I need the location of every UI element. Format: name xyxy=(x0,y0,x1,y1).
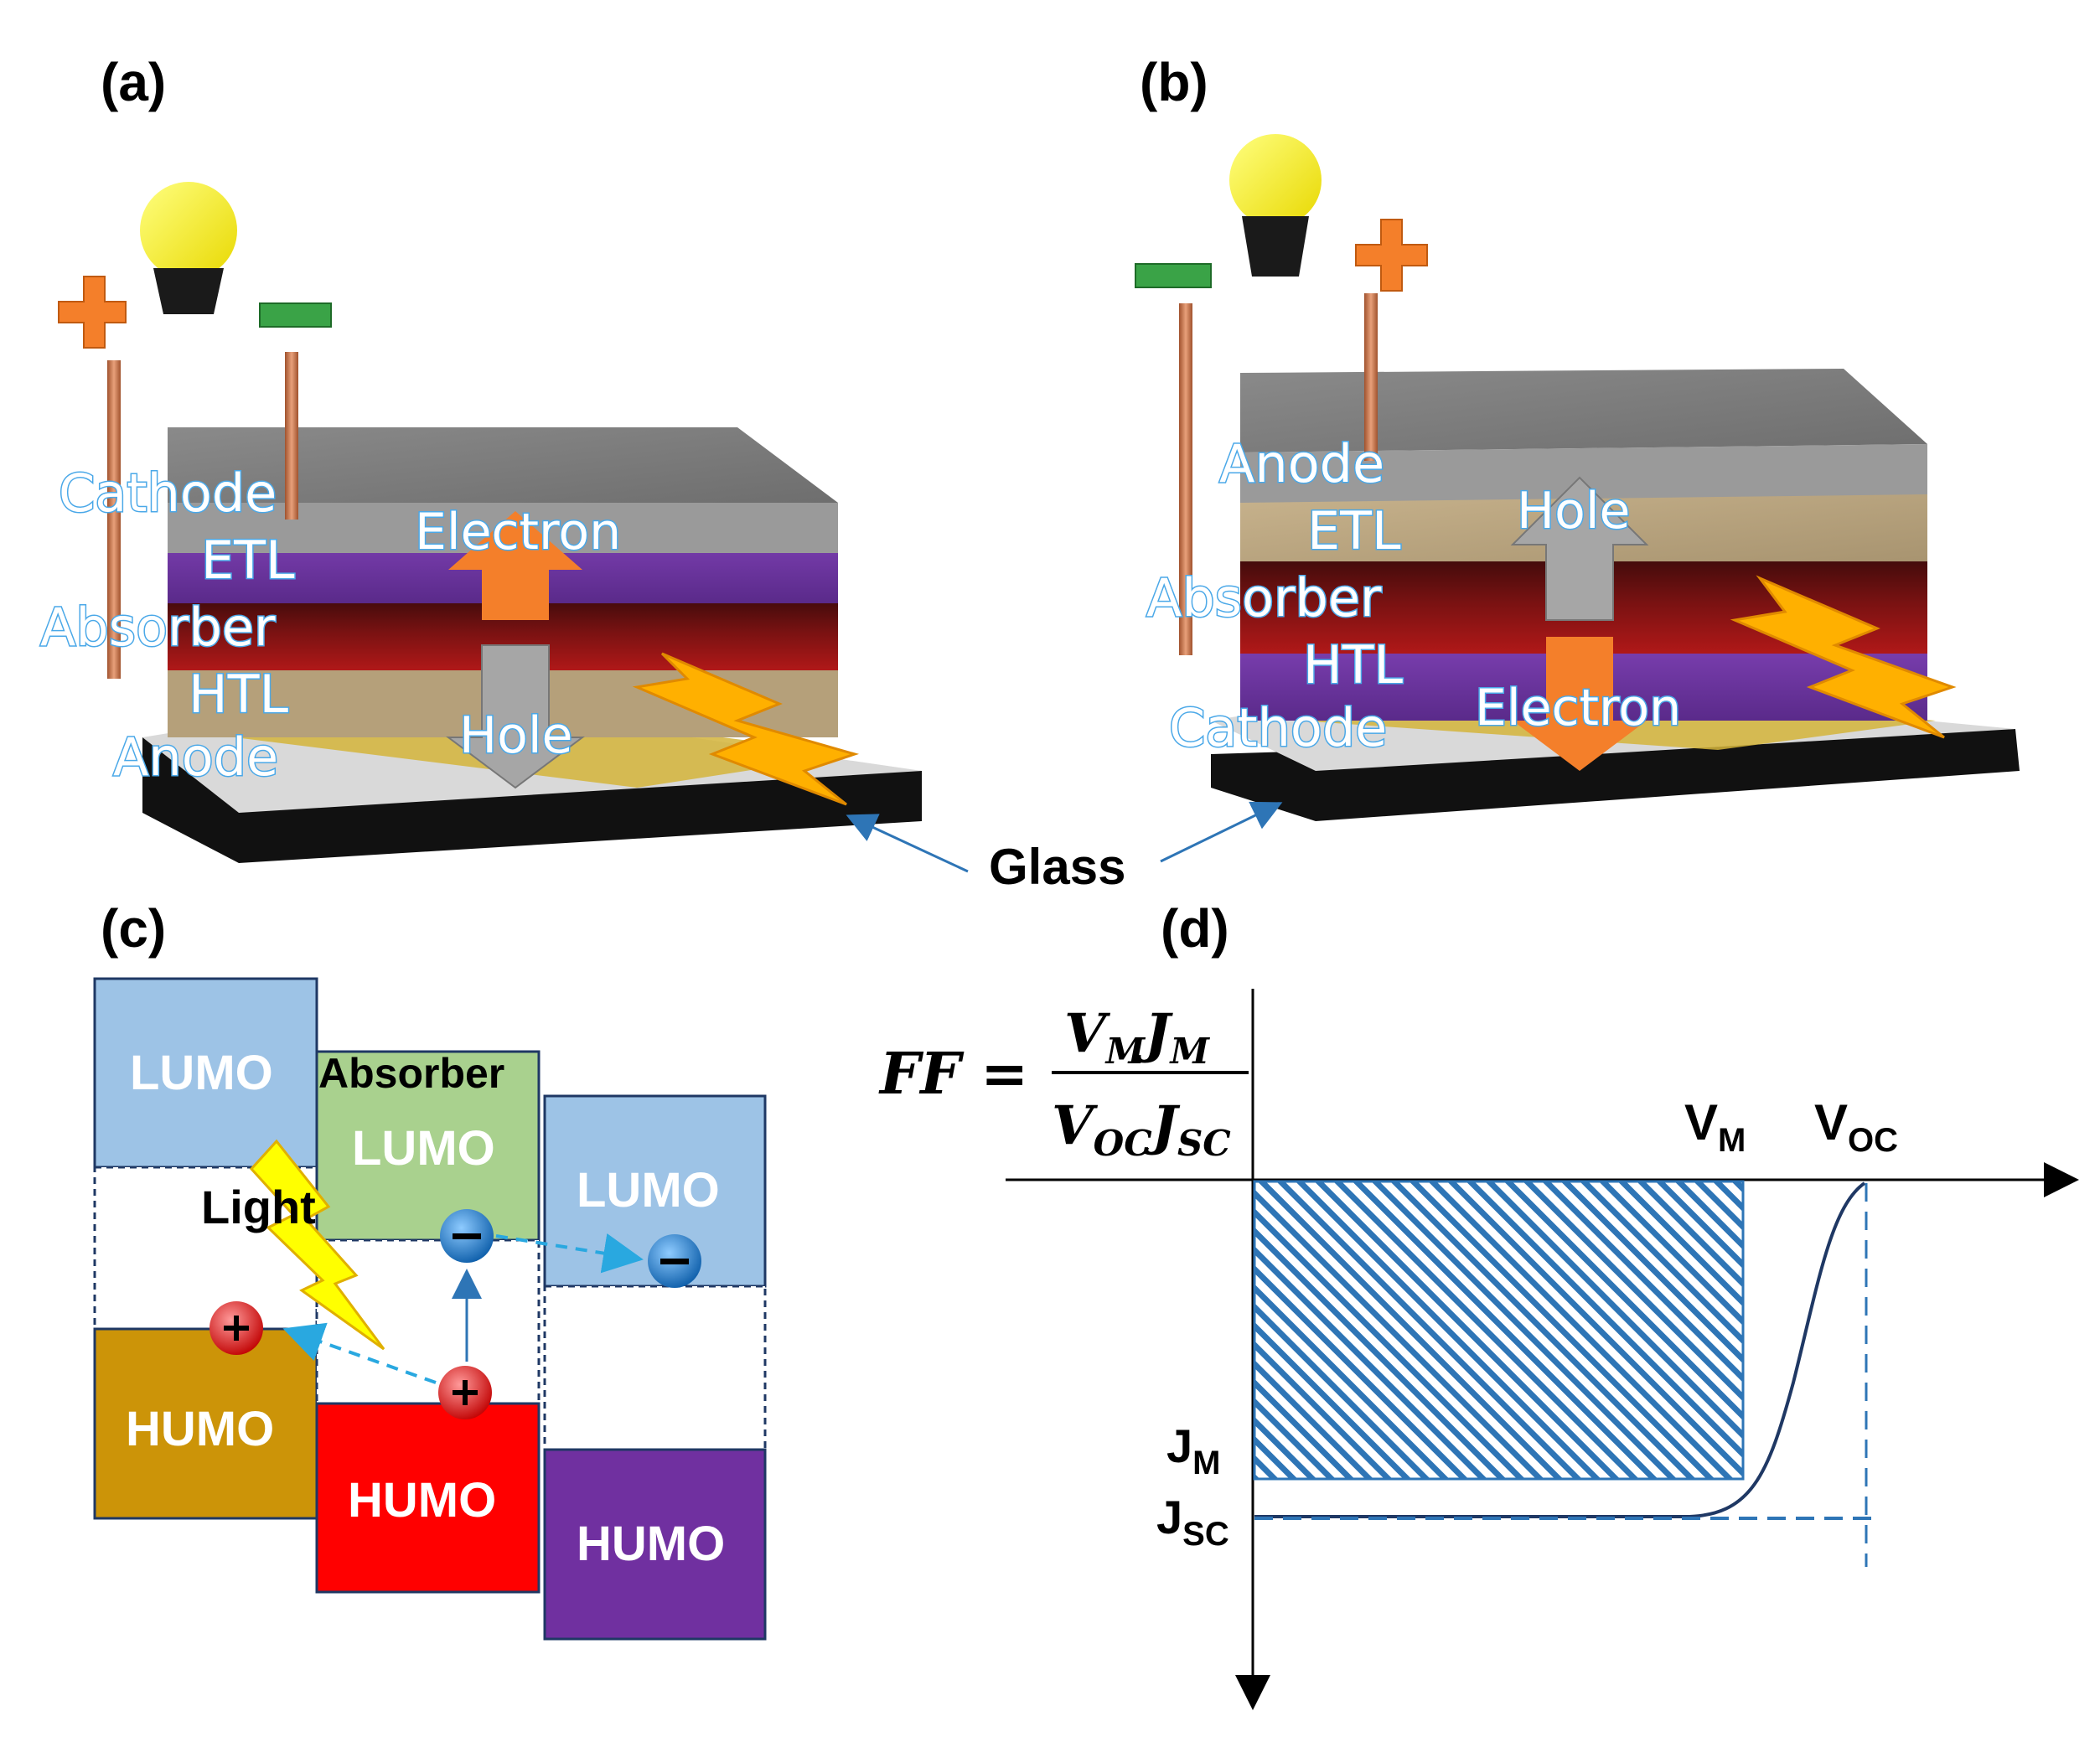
minus-terminal-icon-a xyxy=(259,302,332,328)
plus-sign-mid xyxy=(453,1380,478,1405)
left-humo-box xyxy=(93,1327,318,1520)
wire-right-b xyxy=(1364,293,1378,461)
glass-label: Glass xyxy=(989,839,1125,895)
panel-b-label: (b) xyxy=(1140,52,1208,112)
layer-label-a-1: ETL xyxy=(201,530,295,591)
formula-lhs: FF = xyxy=(878,1041,1028,1108)
light-bulb-icon-b xyxy=(1229,134,1322,226)
absorber-label: Absorber xyxy=(318,1050,504,1097)
light-label: Light xyxy=(201,1181,316,1233)
electron-transfer-arrow xyxy=(495,1233,644,1274)
layer-label-a-0: Cathode xyxy=(59,463,277,524)
arrow-down-label-b: Electron xyxy=(1475,679,1681,737)
left-lumo-label: LUMO xyxy=(130,1046,273,1100)
panel-a: (a) Electron Hole C xyxy=(39,52,922,863)
panel-c: (c) LUMO HUMO Absorber LUMO HUMO LUMO HU… xyxy=(93,898,767,1641)
lightning-icon-c xyxy=(249,1139,385,1351)
formula-numerator: VMJM xyxy=(1064,1002,1210,1072)
right-lumo-label: LUMO xyxy=(577,1163,720,1217)
layer-label-b-3: HTL xyxy=(1303,634,1403,695)
light-bulb-icon-a xyxy=(140,182,237,279)
right-gap xyxy=(543,1285,767,1451)
mid-lumo-box xyxy=(315,1050,541,1242)
panel-d-label: (d) xyxy=(1161,898,1229,959)
anode-front-b xyxy=(1240,444,1927,503)
plus-terminal-icon-b xyxy=(1355,219,1428,292)
right-humo-box xyxy=(543,1448,767,1641)
layer-label-b-4: Cathode xyxy=(1169,697,1387,758)
layer-label-a-4: Anode xyxy=(113,726,278,788)
jsc-label: JSC xyxy=(1156,1491,1229,1553)
hole-arrow-a xyxy=(446,644,585,789)
glass-pointer-b xyxy=(1160,801,1283,863)
arrow-up-label-b: Hole xyxy=(1517,482,1630,540)
wire-right-a xyxy=(285,352,298,520)
plus-sign-left xyxy=(224,1316,249,1341)
anode-top-b xyxy=(1240,369,1927,452)
lightning-icon-b xyxy=(1730,575,1957,739)
minus-terminal-icon-b xyxy=(1135,263,1212,288)
glass-pointer-a xyxy=(846,814,969,873)
panel-d: (d) FF = VMJM VOCJSC VM VOC JM JSC xyxy=(878,898,2079,1710)
layer-label-b-1: ETL xyxy=(1307,500,1401,561)
mid-lumo-label: LUMO xyxy=(352,1121,495,1176)
bulb-base-icon-b xyxy=(1242,216,1309,277)
vm-label: VM xyxy=(1684,1094,1746,1159)
mid-humo-box xyxy=(315,1402,541,1594)
layer-label-a-3: HTL xyxy=(189,664,288,725)
hole-transfer-arrow xyxy=(282,1322,437,1384)
panel-b: (b) Hole Electron Anode ETL Absorber HTL… xyxy=(1135,52,2020,821)
electron-arrow-a xyxy=(448,511,582,620)
lightning-icon-a xyxy=(632,652,860,806)
left-humo-label: HUMO xyxy=(126,1402,274,1456)
plus-terminal-icon-a xyxy=(58,276,127,349)
wire-left-b xyxy=(1179,303,1192,655)
bulb-base-icon-a xyxy=(153,268,224,314)
hole-arrow-b xyxy=(1510,476,1649,621)
minus-sign-right xyxy=(660,1259,689,1264)
left-lumo-box xyxy=(93,977,318,1169)
arrow-up-label-a: Electron xyxy=(415,503,621,561)
electron-arrow-b xyxy=(1513,637,1647,771)
cathode-top-a xyxy=(168,427,838,503)
glass-annotation: Glass xyxy=(846,801,1283,895)
minus-sign-mid xyxy=(453,1233,481,1239)
formula-denominator: VOCJSC xyxy=(1052,1094,1231,1164)
panel-c-label: (c) xyxy=(101,898,166,959)
arrow-down-label-a: Hole xyxy=(459,706,572,765)
right-humo-label: HUMO xyxy=(577,1517,725,1571)
jm-label: JM xyxy=(1166,1419,1220,1481)
wire-left-a xyxy=(107,360,121,679)
jv-curve xyxy=(1254,1181,1866,1518)
mid-humo-label: HUMO xyxy=(348,1473,496,1528)
layer-label-b-0: Anode xyxy=(1219,433,1384,494)
layer-label-b-2: Absorber xyxy=(1146,567,1382,628)
panel-a-label: (a) xyxy=(101,52,166,112)
voc-label: VOC xyxy=(1814,1094,1898,1159)
max-power-rectangle xyxy=(1253,1180,1745,1481)
layer-label-a-2: Absorber xyxy=(40,597,276,658)
absorber-layer-a xyxy=(168,595,838,670)
